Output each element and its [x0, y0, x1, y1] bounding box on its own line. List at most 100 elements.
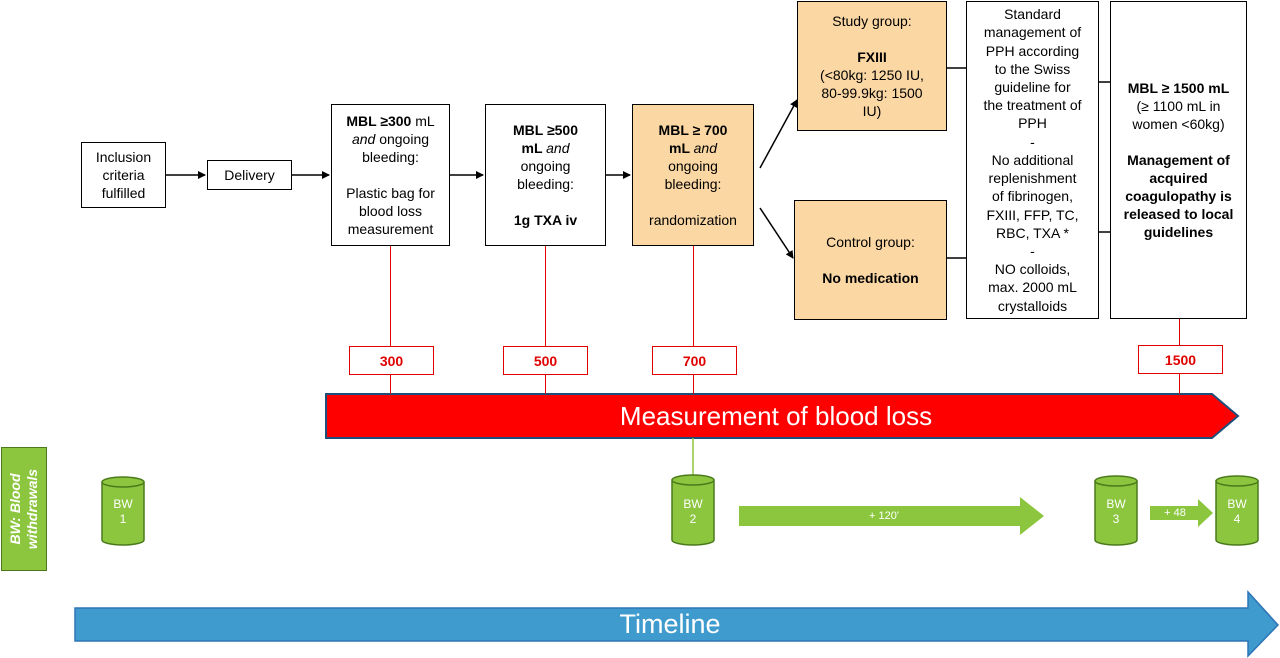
interval-arrow-48 — [1150, 499, 1213, 527]
red-connector-500 — [545, 246, 546, 394]
mbl1500-note-2: women <60kg) — [1132, 116, 1225, 132]
mbl300-action-3: measurement — [347, 221, 434, 237]
standard-line: crystalloids — [997, 297, 1068, 314]
control-group-title: Control group: — [826, 234, 915, 250]
mbl1500-threshold: MBL ≥ 1500 mL — [1127, 80, 1230, 96]
study-group-dose-1: (<80kg: 1250 IU, — [820, 67, 924, 83]
control-group-medication: No medication — [822, 270, 919, 286]
timeline-arrow — [74, 590, 1280, 658]
mbl300-and: and — [351, 131, 376, 147]
delivery-box: Delivery — [207, 160, 292, 190]
interval-label-48: + 48 — [1164, 507, 1186, 519]
inclusion-box: Inclusion criteria fulfilled — [81, 142, 166, 208]
cylinder-bw3 — [1094, 475, 1138, 546]
marker-1500: 1500 — [1138, 345, 1223, 374]
study-group-dose-3: IU) — [862, 103, 882, 119]
mbl700-and: and — [693, 140, 717, 156]
mbl1500-mgmt-5: guidelines — [1143, 224, 1214, 240]
bw-label-text: BW — [1227, 497, 1247, 511]
bw2-label: BW 2 — [672, 497, 714, 527]
arrow-to-study — [759, 99, 798, 169]
interval-arrow-120 — [739, 497, 1044, 535]
study-group-title: Study group: — [832, 13, 912, 29]
mbl700-unit: mL — [669, 140, 694, 156]
standard-line: management of — [983, 24, 1082, 41]
standard-line: - — [1030, 242, 1035, 259]
standard-line: FXIII, FFP, TC, — [986, 206, 1079, 223]
marker-300: 300 — [349, 346, 434, 375]
mbl500-bleeding: bleeding: — [517, 176, 574, 192]
mbl300-unit: mL — [411, 113, 435, 129]
mbl300-action-1: Plastic bag for — [346, 185, 435, 201]
mbl300-threshold: MBL ≥300 — [346, 113, 412, 129]
study-group-box: Study group: FXIII (<80kg: 1250 IU, 80-9… — [797, 1, 947, 131]
bw-label-number: 1 — [119, 512, 127, 526]
cylinder-bw2 — [671, 474, 715, 546]
bw4-label: BW 4 — [1216, 497, 1258, 527]
standard-management-box: Standard management of PPH according to … — [966, 1, 1099, 319]
study-group-drug: FXIII — [857, 49, 887, 65]
mbl700-box: MBL ≥ 700 mL and ongoing bleeding: rando… — [632, 104, 754, 246]
mbl300-box: MBL ≥300 mL and ongoing bleeding: Plasti… — [331, 104, 450, 246]
inclusion-line: fulfilled — [101, 185, 146, 201]
bw-label-number: 4 — [1233, 512, 1241, 526]
bw-side-label-line: BW: Blood — [7, 473, 23, 545]
standard-line: PPH according — [985, 42, 1080, 59]
mbl500-threshold: MBL ≥500 — [512, 122, 578, 138]
bw-label-text: BW — [683, 497, 703, 511]
standard-line: NO colloids, — [994, 261, 1071, 278]
flow-arrows — [166, 67, 1110, 259]
bw-label-text: BW — [113, 497, 133, 511]
bw-label-number: 3 — [1112, 512, 1120, 526]
mbl500-box: MBL ≥500 mL and ongoing bleeding: 1g TXA… — [485, 104, 606, 246]
standard-line: PPH — [1018, 115, 1047, 132]
mbl700-threshold: MBL ≥ 700 — [658, 122, 728, 138]
standard-line: - — [1030, 133, 1035, 150]
mbl300-bleeding: bleeding: — [362, 149, 419, 165]
mbl1500-mgmt-2: acquired — [1149, 170, 1208, 186]
mbl500-ongoing: ongoing — [520, 158, 571, 174]
red-connector-300 — [390, 246, 391, 394]
mbl1500-note-1: (≥ 1100 mL in — [1136, 98, 1221, 114]
red-connector-700 — [693, 246, 694, 394]
measurement-label: Measurement of blood loss — [619, 401, 933, 431]
study-group-dose-2: 80-99.9kg: 1500 — [821, 85, 923, 101]
standard-line: Standard — [1004, 6, 1061, 23]
mbl1500-mgmt-1: Management of — [1127, 152, 1230, 168]
standard-line: No additional — [991, 151, 1074, 168]
bw-label-text: BW — [1106, 497, 1126, 511]
mbl700-bleeding: bleeding: — [664, 176, 722, 192]
standard-line: RBC, TXA * — [996, 224, 1069, 241]
mbl1500-mgmt-4: released to local — [1123, 206, 1234, 222]
mbl500-action: 1g TXA iv — [513, 212, 578, 228]
marker-700: 700 — [652, 346, 737, 375]
cylinder-bw4 — [1215, 475, 1259, 546]
mbl500-and: and — [546, 140, 570, 156]
mbl700-action: randomization — [649, 212, 737, 228]
standard-line: guideline for — [994, 79, 1071, 96]
cylinder-bw1 — [101, 476, 145, 546]
timeline-label: Timeline — [619, 609, 721, 639]
mbl300-ongoing: ongoing — [375, 131, 430, 147]
delivery-label: Delivery — [224, 167, 275, 183]
control-group-box: Control group: No medication — [794, 200, 947, 320]
standard-line: max. 2000 mL — [988, 279, 1077, 296]
inclusion-line: criteria — [102, 167, 145, 183]
bw3-label: BW 3 — [1095, 497, 1137, 527]
mbl300-action-2: blood loss — [358, 203, 423, 219]
standard-line: replenishment — [988, 170, 1077, 187]
bw-side-label: BW: Blood withdrawals — [1, 447, 47, 571]
mbl1500-mgmt-3: coagulopathy is — [1125, 188, 1232, 204]
bw-cylinders — [101, 474, 1259, 546]
bw1-label: BW 1 — [102, 497, 144, 527]
bw-label-number: 2 — [689, 512, 697, 526]
marker-500: 500 — [503, 346, 588, 375]
mbl700-ongoing: ongoing — [668, 158, 718, 174]
interval-label-120: + 120' — [869, 510, 899, 522]
mbl1500-box: MBL ≥ 1500 mL (≥ 1100 mL in women <60kg)… — [1110, 1, 1247, 319]
bw-side-label-line: withdrawals — [24, 468, 40, 550]
arrow-to-control — [759, 207, 794, 259]
measurement-banner-arrow — [325, 393, 1240, 439]
standard-line: of fibrinogen, — [992, 188, 1073, 205]
